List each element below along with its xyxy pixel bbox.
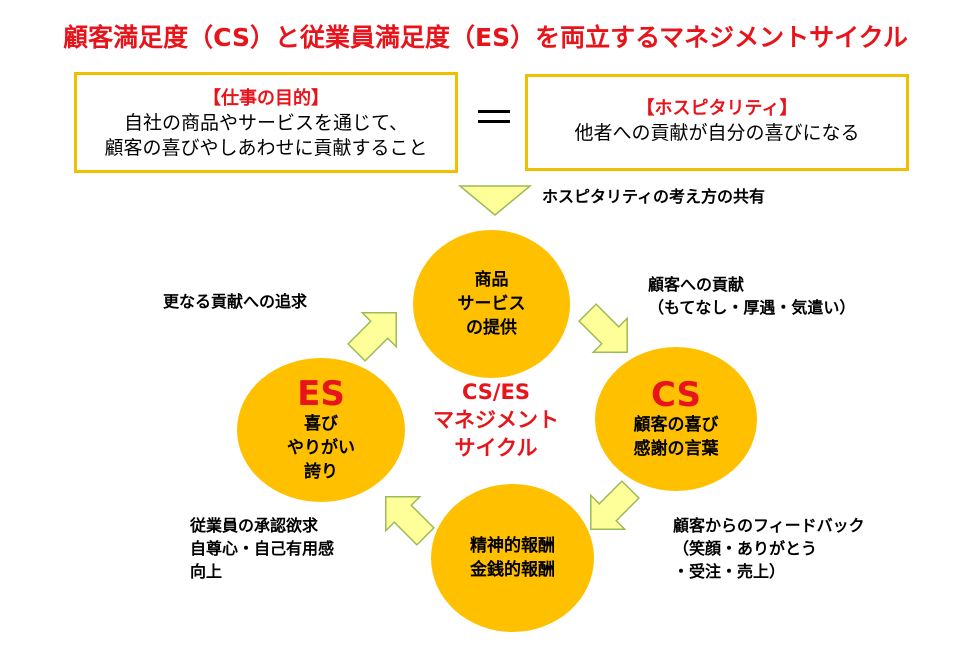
circle-service: 商品 サービス の提供: [413, 230, 570, 378]
circle-es: ES 喜び やりがい 誇り: [237, 358, 405, 502]
label-customer-feedback: 顧客からのフィードバック （笑顔・ありがとう ・受注・売上）: [673, 516, 865, 581]
hospitality-box: 【ホスピタリティ】 他者への貢献が自分の喜びになる: [525, 74, 909, 171]
page-title: 顧客満足度（CS）と従業員満足度（ES）を両立するマネジメントサイクル: [63, 23, 908, 52]
label-further-contribution: 更なる貢献への追求: [163, 292, 308, 311]
arrow-top-right: [578, 303, 628, 353]
circle-es-text: 喜び やりがい 誇り: [287, 414, 355, 482]
hospitality-line-1: 他者への貢献が自分の喜びになる: [574, 122, 860, 144]
circle-reward: 精神的報酬 金銭的報酬: [431, 484, 594, 632]
circle-cs: CS 顧客の喜び 感謝の言葉: [595, 347, 757, 491]
cycle-center-label: CS/ES マネジメント サイクル: [433, 380, 559, 460]
share-triangle: [457, 185, 533, 216]
circle-reward-text: 精神的報酬 金銭的報酬: [470, 536, 555, 580]
circle-service-text: 商品 サービス の提供: [457, 270, 526, 338]
label-customer-contribution: 顧客への貢献 （もてなし・厚遇・気遣い）: [648, 275, 856, 317]
arrow-bottom-right: [590, 480, 640, 530]
label-employee-recognition: 従業員の承認欲求 自尊心・自己有用感 向上: [190, 516, 335, 581]
purpose-box: 【仕事の目的】 自社の商品やサービスを通じて、 顧客の喜びやしあわせに貢献するこ…: [74, 72, 458, 173]
circle-es-title: ES: [297, 374, 345, 414]
equals-sign: ＝: [472, 93, 516, 144]
purpose-line-2: 顧客の喜びやしあわせに貢献すること: [104, 137, 428, 159]
arrow-top-left: [347, 312, 397, 362]
purpose-line-1: 自社の商品やサービスを通じて、: [123, 112, 409, 134]
purpose-heading: 【仕事の目的】: [203, 88, 329, 109]
circle-cs-title: CS: [650, 375, 702, 415]
share-label: ホスピタリティの考え方の共有: [542, 187, 766, 206]
circle-cs-text: 顧客の喜び 感謝の言葉: [633, 415, 719, 459]
hospitality-heading: 【ホスピタリティ】: [636, 98, 798, 119]
arrow-bottom-left: [385, 496, 435, 546]
